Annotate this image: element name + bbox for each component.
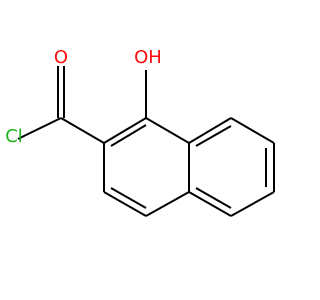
atom-hydroxyl-label: OH	[134, 47, 162, 68]
bond-c8a-c8	[188, 117, 232, 144]
atom-carbonyl-oxygen-label: O	[54, 47, 68, 68]
bond-c-cl-color	[17, 134, 27, 140]
bond-c4-c3	[103, 191, 147, 217]
bond-c8a-c8-inner	[195, 125, 232, 147]
diagram-background	[0, 0, 300, 300]
bond-c8-c7	[230, 117, 275, 144]
bond-c6-c5	[230, 191, 275, 217]
bond-c4-c3-inner	[110, 187, 147, 209]
bond-carbonyl-ring	[60, 117, 105, 144]
bond-c1-c8a	[145, 117, 190, 144]
bond-c-cl	[25, 117, 62, 136]
molecule-diagram: O OH Cl	[0, 0, 300, 300]
bond-c4a-c4	[145, 191, 190, 217]
bond-c2-c1	[103, 117, 147, 144]
atom-chlorine-label: Cl	[5, 126, 23, 147]
bond-c5-c4a	[188, 191, 232, 217]
bond-c2-c1-inner	[110, 124, 147, 147]
bond-c5-c4a-inner	[195, 187, 232, 209]
